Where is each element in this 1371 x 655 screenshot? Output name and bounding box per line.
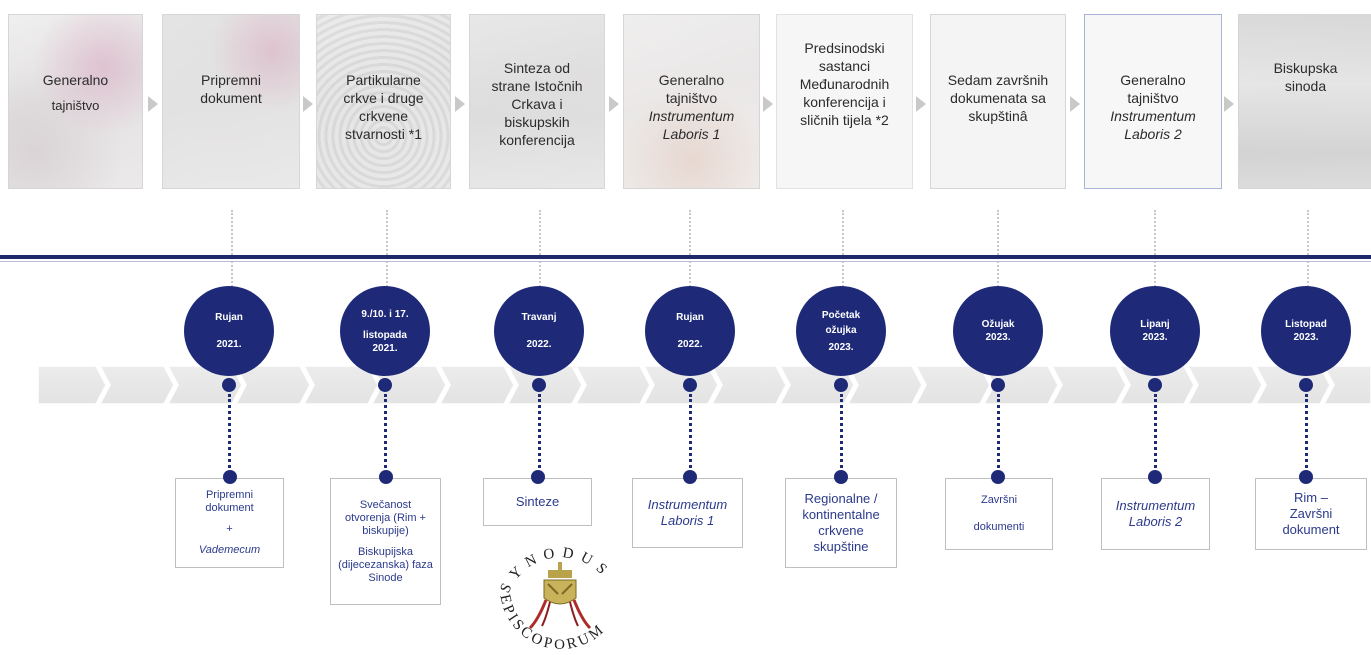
- connector: [231, 210, 233, 295]
- node-dot: [834, 378, 848, 392]
- connector: [840, 394, 843, 468]
- output-dot: [531, 470, 545, 484]
- timeline-divider-thin: [0, 261, 1371, 262]
- output-dot: [223, 470, 237, 484]
- arrow-right-icon: [763, 96, 773, 112]
- connector: [384, 394, 387, 468]
- arrow-right-icon: [303, 96, 313, 112]
- connector: [1154, 394, 1157, 468]
- crest-icon: [528, 562, 592, 630]
- node-dot: [683, 378, 697, 392]
- node-dot: [1148, 378, 1162, 392]
- connector: [228, 394, 231, 468]
- connector: [539, 210, 541, 295]
- node-dot: [378, 378, 392, 392]
- output-dot: [1299, 470, 1313, 484]
- output-dot: [834, 470, 848, 484]
- arrow-right-icon: [916, 96, 926, 112]
- connector: [1307, 210, 1309, 295]
- connector: [997, 394, 1000, 468]
- output-dot: [991, 470, 1005, 484]
- connector: [538, 394, 541, 468]
- arrow-right-icon: [1070, 96, 1080, 112]
- output-dot: [1148, 470, 1162, 484]
- connector: [842, 210, 844, 295]
- connector: [386, 210, 388, 295]
- output-dot: [683, 470, 697, 484]
- connector: [1154, 210, 1156, 295]
- output-dot: [379, 470, 393, 484]
- connector: [689, 210, 691, 295]
- arrow-right-icon: [455, 96, 465, 112]
- connector: [689, 394, 692, 468]
- node-dot: [1299, 378, 1313, 392]
- arrow-right-icon: [609, 96, 619, 112]
- node-dot: [532, 378, 546, 392]
- arrow-right-icon: [148, 96, 158, 112]
- connector: [997, 210, 999, 295]
- output-sinteze: Sinteze: [483, 478, 592, 526]
- arrow-right-icon: [1224, 96, 1234, 112]
- node-dot: [991, 378, 1005, 392]
- node-dot: [222, 378, 236, 392]
- synodus-episcoporum-logo: SYNODUS EPISCOPORUM: [496, 545, 607, 653]
- connector: [1305, 394, 1308, 468]
- timeline-divider: [0, 255, 1371, 259]
